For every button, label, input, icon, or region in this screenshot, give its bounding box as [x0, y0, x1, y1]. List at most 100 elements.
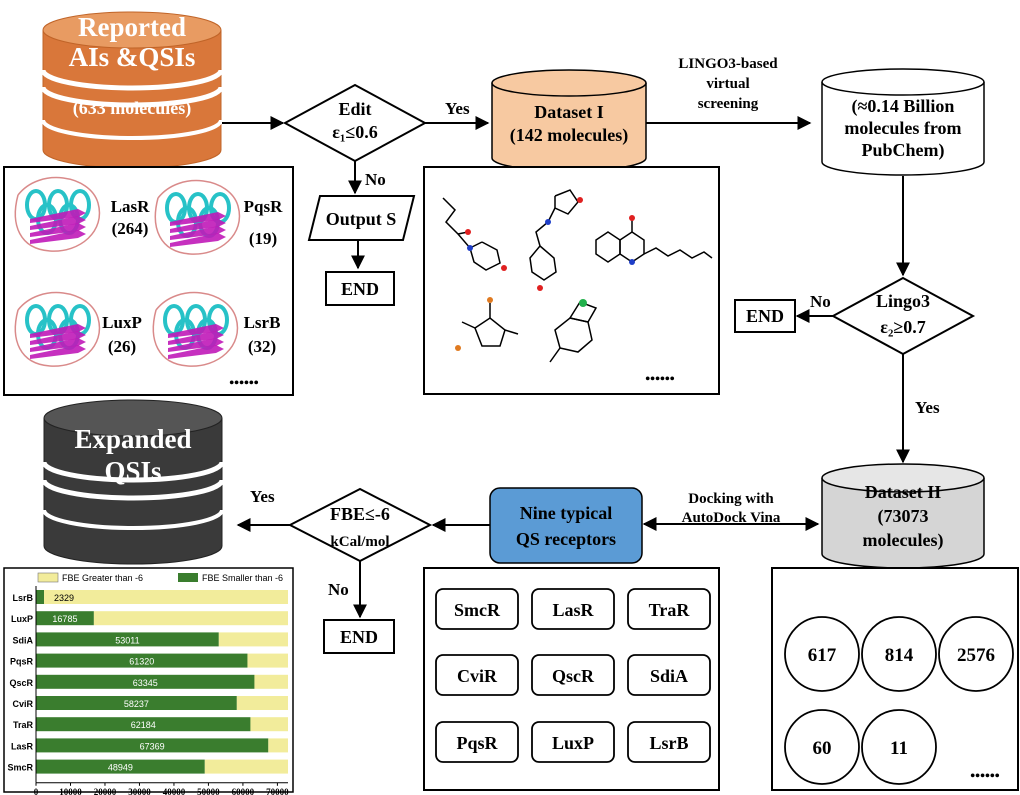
molecule-2 [529, 189, 579, 281]
nine-receptors-line1: Nine typical [520, 503, 613, 523]
legend-swatch-greater [37, 572, 59, 583]
category-label-lsrb: LsrB [12, 593, 33, 603]
legend-label-greater: FBE Greater than -6 [62, 573, 143, 583]
receptor-cell-pqsr: PqsR [435, 721, 519, 763]
count-circle-value: 814 [885, 645, 914, 666]
lingo-edge-line1: LINGO3-based [678, 56, 778, 72]
category-label-qscr: QscR [9, 678, 33, 688]
counts-ellipsis: •••••• [970, 769, 1000, 784]
receptor-lsrb-name: LsrB [244, 313, 281, 332]
nine-receptors-box: Nine typical QS receptors [489, 487, 643, 564]
dataset2-label: Dataset II [865, 482, 942, 502]
data-label-luxp: 16785 [52, 614, 77, 624]
receptor-cell-cvir: CviR [435, 654, 519, 696]
receptor-cell-label: TraR [649, 600, 691, 620]
svg-text:END: END [340, 627, 378, 647]
molecule-2-oh [537, 285, 543, 291]
category-label-smcr: SmcR [7, 763, 33, 773]
molecule-3-n [629, 259, 635, 265]
lingo3-decision: Lingo3 ε₂≥0.7 [830, 276, 976, 356]
bar-smaller-sdia [36, 632, 219, 647]
pubchem-cylinder: (≈0.14 Billion molecules from PubChem) [821, 68, 985, 176]
reported-count: (633 molecules) [73, 98, 191, 119]
receptor-cell-smcr: SmcR [435, 588, 519, 630]
receptor-cell-sdia: SdiA [627, 654, 711, 696]
x-tick-label: 40000 [163, 787, 186, 795]
count-circle: 617 [784, 616, 860, 692]
receptor-lsrb-count: (32) [248, 337, 276, 356]
protein-structure-lsrb [152, 291, 239, 367]
svg-text:END: END [341, 279, 379, 299]
docking-line2: AutoDock Vina [682, 510, 781, 526]
edit-yes-label: Yes [445, 99, 470, 118]
dataset2-unit: molecules) [863, 530, 944, 551]
bar-smaller-cvir [36, 696, 237, 710]
count-circle: 60 [784, 709, 860, 785]
molecule-3-o [629, 215, 635, 221]
bar-smaller-qscr [36, 674, 255, 689]
count-circle-value: 2576 [957, 645, 995, 666]
counts-panel: 617 814 2576 60 11 •••••• [771, 567, 1019, 791]
lingo3-threshold: ε₂≥0.7 [880, 317, 925, 337]
category-label-cvir: CviR [12, 699, 33, 709]
reported-subtitle: AIs &QSIs [69, 42, 196, 72]
nine-receptors-line2: QS receptors [516, 529, 616, 549]
molecule-5-b [579, 299, 587, 307]
fbe-decision: FBE≤-6 kCal/mol [287, 487, 433, 563]
lingo3-yes-label: Yes [915, 398, 940, 417]
receptor-structures-panel: LasR (264) PqsR (19) LuxP (26) LsrB (32)… [3, 166, 294, 396]
bar-smaller-lsrb [36, 590, 45, 604]
receptor-lasr-count: (264) [112, 219, 149, 238]
count-circle: 2576 [938, 616, 1014, 692]
dataset1-label: Dataset I [534, 102, 604, 122]
fbe-yes-label: Yes [250, 487, 275, 506]
fbe-no-label: No [328, 580, 349, 599]
category-label-pqsr: PqsR [10, 657, 34, 667]
bar-smaller-pqsr [36, 653, 248, 668]
data-label-trar: 62184 [131, 720, 156, 730]
receptor-ellipsis: •••••• [229, 376, 259, 391]
reported-title: Reported [78, 12, 186, 42]
bar-greater-cvir [236, 696, 288, 710]
edit-decision: Edit ε₁≤0.6 [282, 83, 428, 163]
receptor-cell-label: QscR [552, 666, 595, 686]
receptor-cell-label: PqsR [456, 733, 498, 753]
bar-greater-luxp [93, 611, 288, 626]
count-circle: 814 [861, 616, 937, 692]
receptor-cell-label: SdiA [650, 666, 688, 686]
bar-greater-trar [250, 717, 288, 732]
count-circle-value: 60 [813, 738, 832, 759]
bar-smaller-lasr [36, 738, 269, 753]
count-circle: 11 [861, 709, 937, 785]
data-label-cvir: 58237 [124, 699, 149, 709]
svg-text:PubChem): PubChem) [861, 140, 944, 161]
svg-text:END: END [746, 306, 784, 326]
bar-greater-qscr [254, 674, 288, 689]
receptor-cell-luxp: LuxP [531, 721, 615, 763]
output-label: Output S [326, 209, 397, 229]
expanded-subtitle: QSIs [104, 456, 161, 486]
data-label-smcr: 48949 [108, 763, 133, 773]
edit-threshold: ε₁≤0.6 [332, 122, 377, 142]
molecule-4 [461, 303, 519, 347]
reported-database: Reported AIs &QSIs (633 molecules) [40, 11, 224, 169]
bar-smaller-smcr [36, 759, 205, 774]
receptor-cell-trar: TraR [627, 588, 711, 630]
category-label-sdia: SdiA [12, 635, 33, 645]
svg-text:(≈0.14 Billion: (≈0.14 Billion [852, 96, 955, 117]
receptor-cell-label: CviR [457, 666, 498, 686]
data-label-pqsr: 61320 [129, 657, 154, 667]
dataset1-cylinder: Dataset I (142 molecules) [491, 69, 647, 172]
molecule-4-br2 [455, 345, 461, 351]
docking-line1: Docking with [688, 491, 774, 507]
expanded-title: Expanded [74, 424, 191, 454]
receptor-luxp-count: (26) [108, 337, 136, 356]
end-box-2: END [734, 299, 796, 333]
receptor-cell-label: LuxP [552, 733, 594, 753]
fbe-unit: kCal/mol [330, 534, 389, 550]
receptor-cell-lsrb: LsrB [627, 721, 711, 763]
receptor-cell-label: SmcR [454, 600, 501, 620]
molecule-1-n [467, 245, 473, 251]
